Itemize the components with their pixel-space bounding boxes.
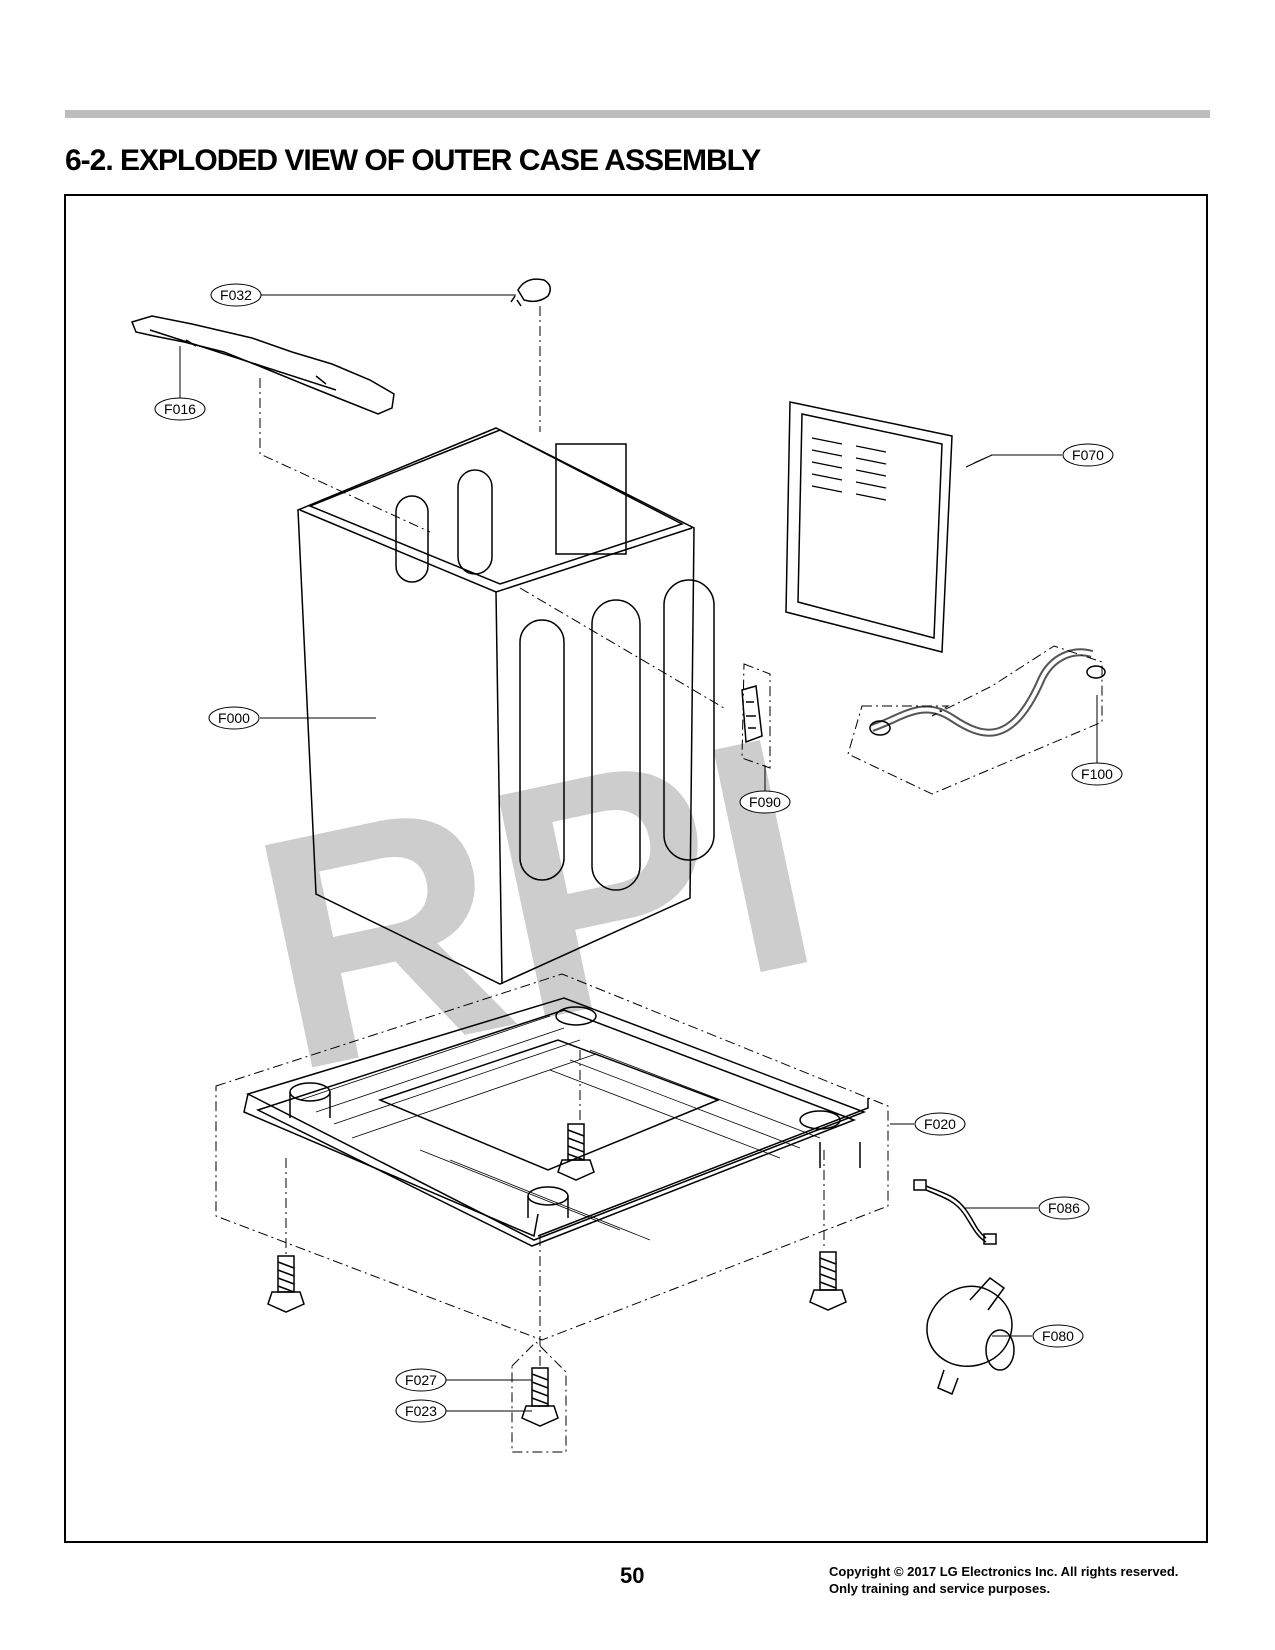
part-drain-hose [869, 648, 1106, 737]
part-cabinet [297, 427, 715, 985]
svg-text:F027: F027 [405, 1372, 437, 1388]
part-clamp [510, 278, 551, 307]
svg-text:F080: F080 [1042, 1328, 1074, 1344]
callout-F070: F070 [1062, 443, 1114, 467]
svg-text:F090: F090 [749, 794, 781, 810]
callout-F020: F020 [914, 1112, 966, 1136]
copyright-line-2: Only training and service purposes. [829, 1581, 1051, 1596]
svg-text:F086: F086 [1048, 1200, 1080, 1216]
callout-F086: F086 [1038, 1196, 1090, 1220]
copyright-line-1: Copyright © 2017 LG Electronics Inc. All… [829, 1564, 1179, 1579]
callout-F023: F023 [395, 1399, 447, 1423]
part-leveling-feet [267, 1123, 847, 1427]
part-rear-panel [785, 401, 953, 653]
part-top-bracket [130, 315, 395, 415]
svg-text:F023: F023 [405, 1403, 437, 1419]
callout-F080: F080 [1032, 1324, 1084, 1348]
callout-F016: F016 [154, 397, 206, 421]
diagram-frame [64, 194, 1208, 1543]
header-rule [65, 110, 1210, 118]
copyright-notice: Copyright © 2017 LG Electronics Inc. All… [829, 1563, 1178, 1597]
callout-F090: F090 [739, 790, 791, 814]
page-number: 50 [620, 1563, 645, 1588]
callout-F032: F032 [210, 283, 262, 307]
svg-text:F000: F000 [218, 710, 250, 726]
part-wire-harness [913, 1179, 997, 1245]
svg-text:F032: F032 [220, 287, 252, 303]
svg-text:F016: F016 [164, 401, 196, 417]
callout-F000: F000 [208, 706, 260, 730]
callout-F027: F027 [395, 1368, 447, 1392]
svg-text:F070: F070 [1072, 447, 1104, 463]
callout-F100: F100 [1071, 762, 1123, 786]
part-base-frame [243, 997, 869, 1247]
page-title: 6-2. EXPLODED VIEW OF OUTER CASE ASSEMBL… [65, 144, 761, 177]
svg-text:F020: F020 [924, 1116, 956, 1132]
svg-text:F100: F100 [1081, 766, 1113, 782]
part-latch [741, 685, 763, 744]
part-drain-pump [926, 1277, 1015, 1395]
